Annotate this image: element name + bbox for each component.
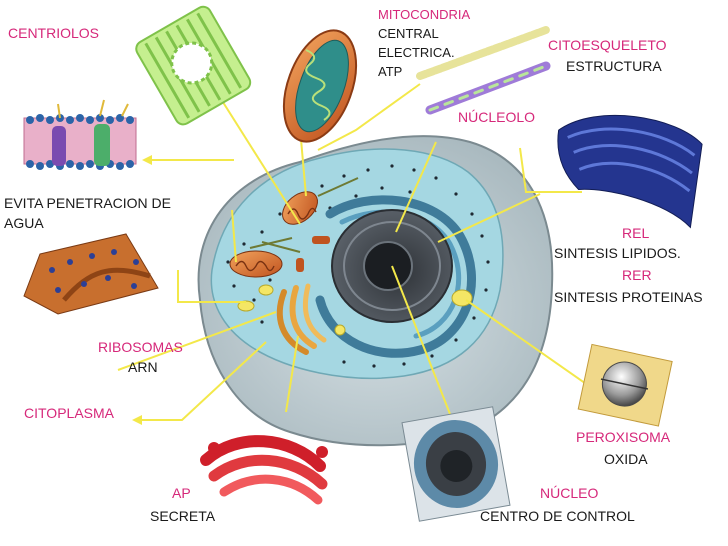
membrana-line-1: EVITA PENETRACION DE [4,195,171,211]
ribosomes-image [23,233,159,315]
label-mitocondria: MITOCONDRIA [378,7,471,22]
membrane-image [23,99,137,170]
golgi-image [200,435,328,505]
label-citoplasma: CITOPLASMA [24,405,114,421]
label-ribosomas: RIBOSOMAS [98,339,183,355]
rough-er-image [557,114,703,229]
rer-desc: SINTESIS PROTEINAS [554,289,703,305]
mitocondria-line-2: ELECTRICA. [378,45,455,60]
peroxisome-image [577,343,673,427]
citoesqueleto-desc: ESTRUCTURA [566,58,662,74]
cell-illustration [197,134,554,447]
cytoskeleton-image [416,26,551,115]
cytoskeleton-rods [249,177,359,253]
mitocondria-line-3: ATP [378,64,403,79]
label-nucleolo: NÚCLEOLO [458,109,536,125]
label-peroxisoma: PEROXISOMA [576,429,671,445]
label-ap: AP [172,485,191,501]
rel-desc: SINTESIS LIPIDOS. [554,245,681,261]
pointer-arrowheads [132,155,152,425]
mitochondrion-image [282,29,358,143]
centrioles-image [135,5,252,126]
label-centriolos: CENTRIOLOS [8,25,100,41]
label-nucleo: NÚCLEO [540,485,599,501]
peroxisoma-desc: OXIDA [604,451,648,467]
nucleus-image [401,406,511,522]
pointer-lines [117,49,593,421]
mitocondria-line-1: CENTRAL [378,26,439,41]
ribosomas-desc: ARN [128,359,158,375]
nucleo-desc: CENTRO DE CONTROL [480,508,635,524]
nucleolus [363,241,413,291]
label-rel: REL [622,225,650,241]
ap-desc: SECRETA [150,508,216,524]
mitochondria-in-cell [229,191,330,278]
membrana-line-2: AGUA [4,215,44,231]
golgi-in-cell [276,283,327,355]
label-rer: RER [622,267,652,283]
label-citoesqueleto: CITOESQUELETO [548,37,667,53]
